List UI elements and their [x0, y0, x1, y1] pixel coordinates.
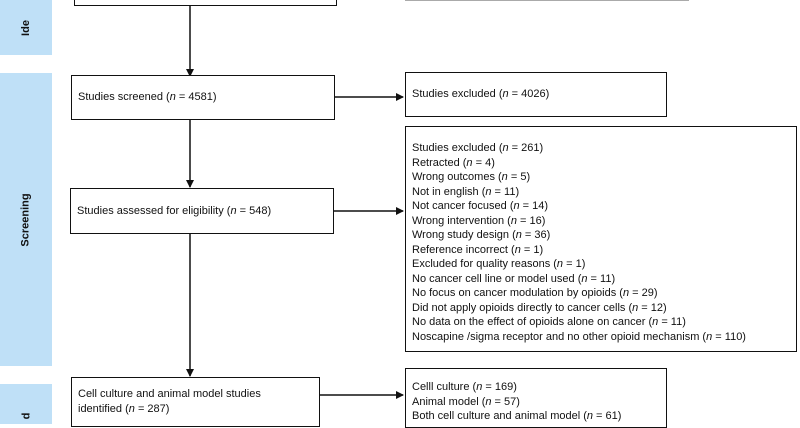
- phase-identification: Ide: [0, 0, 52, 55]
- included-breakdown-item: Celll culture (n = 169): [412, 381, 517, 393]
- included-studies-line2: identified (n = 287): [78, 402, 170, 415]
- studies-excluded-box: Studies excluded (n = 4026): [405, 72, 667, 117]
- exclusion-reason: Wrong outcomes (n = 5): [412, 171, 531, 183]
- identification-side-box-edge: [405, 0, 689, 1]
- identification-box: [74, 0, 337, 6]
- studies-assessed-text: Studies assessed for eligibility (n = 54…: [77, 204, 272, 217]
- exclusion-reason: Did not apply opioids directly to cancer…: [412, 301, 667, 314]
- included-breakdown-box: Celll culture (n = 169) Animal model (n …: [405, 368, 667, 428]
- exclusion-reason: Noscapine /sigma receptor and no other o…: [412, 330, 746, 343]
- phase-screening: Screening: [0, 73, 52, 366]
- exclusion-reason: Reference incorrect (n = 1): [412, 243, 544, 256]
- exclusion-reason: No focus on cancer modulation by opioids…: [412, 287, 658, 299]
- studies-excluded-text: Studies excluded (n = 4026): [412, 88, 550, 101]
- included-breakdown-item: Both cell culture and animal model (n = …: [412, 410, 622, 422]
- phase-included: d: [0, 384, 52, 424]
- included-studies-line1: Cell culture and animal model studies: [78, 388, 261, 400]
- flow-connectors: [186, 6, 404, 399]
- studies-assessed-box: Studies assessed for eligibility (n = 54…: [70, 188, 334, 234]
- exclusion-reason: Wrong study design (n = 36): [412, 229, 551, 241]
- exclusion-reasons-box: Studies excluded (n = 261) Retracted (n …: [405, 126, 797, 352]
- exclusion-reason: Retracted (n = 4): [412, 156, 495, 169]
- exclusion-reason: No data on the effect of opioids alone o…: [412, 316, 686, 328]
- exclusion-reason: Not cancer focused (n = 14): [412, 200, 549, 212]
- exclusion-reason: Not in english (n = 11): [412, 185, 520, 198]
- exclusion-reason: No cancer cell line or model used (n = 1…: [412, 272, 616, 285]
- included-studies-box: Cell culture and animal model studies id…: [71, 377, 320, 427]
- included-breakdown-item: Animal model (n = 57): [412, 395, 520, 408]
- studies-screened-text: Studies screened (n = 4581): [78, 91, 217, 104]
- exclusion-reason: Studies excluded (n = 261): [412, 142, 544, 154]
- exclusion-reason: Excluded for quality reasons (n = 1): [412, 258, 586, 270]
- studies-screened-box: Studies screened (n = 4581): [71, 75, 335, 120]
- exclusion-reason: Wrong intervention (n = 16): [412, 214, 546, 227]
